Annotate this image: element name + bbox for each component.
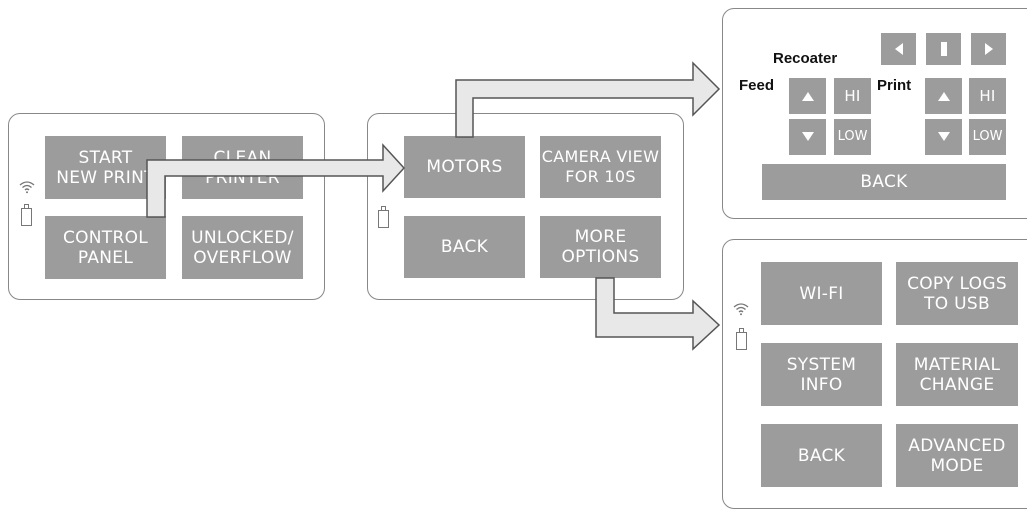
pause-icon	[940, 42, 947, 56]
usb-icon	[378, 206, 389, 228]
usb-icon	[736, 328, 747, 350]
arrow-down-icon	[801, 132, 814, 141]
control-panel-button[interactable]: CONTROL PANEL	[45, 216, 166, 279]
arrow-control-panel-to-control-screen	[146, 143, 406, 218]
more-back-button[interactable]: BACK	[761, 424, 882, 487]
arrow-right-icon	[984, 43, 993, 55]
print-label: Print	[877, 77, 912, 94]
unlocked-overflow-button[interactable]: UNLOCKED/ OVERFLOW	[182, 216, 303, 279]
print-low-button[interactable]: LOW	[969, 119, 1006, 155]
arrow-down-icon	[937, 132, 950, 141]
recoater-stop-button[interactable]	[926, 33, 961, 65]
arrow-left-icon	[894, 43, 903, 55]
recoater-left-button[interactable]	[881, 33, 916, 65]
print-hi-button[interactable]: HI	[969, 78, 1006, 114]
arrow-up-icon	[801, 92, 814, 101]
camera-view-button[interactable]: CAMERA VIEW FOR 10S	[540, 136, 661, 198]
feed-low-button[interactable]: LOW	[834, 119, 871, 155]
recoater-right-button[interactable]	[971, 33, 1006, 65]
feed-down-button[interactable]	[789, 119, 826, 155]
arrow-up-icon	[937, 92, 950, 101]
material-change-button[interactable]: MATERIAL CHANGE	[896, 343, 1018, 406]
arrow-more-options-to-more-screen	[595, 277, 721, 351]
feed-up-button[interactable]	[789, 78, 826, 114]
feed-hi-button[interactable]: HI	[834, 78, 871, 114]
advanced-mode-button[interactable]: ADVANCED MODE	[896, 424, 1018, 487]
motors-back-button[interactable]: BACK	[762, 164, 1006, 200]
usb-icon	[21, 204, 32, 226]
wifi-icon	[733, 303, 749, 316]
recoater-label: Recoater	[773, 50, 838, 67]
back-button[interactable]: BACK	[404, 216, 525, 278]
print-up-button[interactable]	[925, 78, 962, 114]
wifi-button[interactable]: WI-FI	[761, 262, 882, 325]
arrow-motors-to-motors-screen	[455, 61, 721, 138]
more-options-button[interactable]: MORE OPTIONS	[540, 216, 661, 278]
feed-label: Feed	[739, 77, 775, 94]
motors-button[interactable]: MOTORS	[404, 136, 525, 198]
wifi-icon	[19, 181, 35, 194]
copy-logs-button[interactable]: COPY LOGS TO USB	[896, 262, 1018, 325]
start-new-print-button[interactable]: START NEW PRINT	[45, 136, 166, 199]
print-down-button[interactable]	[925, 119, 962, 155]
system-info-button[interactable]: SYSTEM INFO	[761, 343, 882, 406]
